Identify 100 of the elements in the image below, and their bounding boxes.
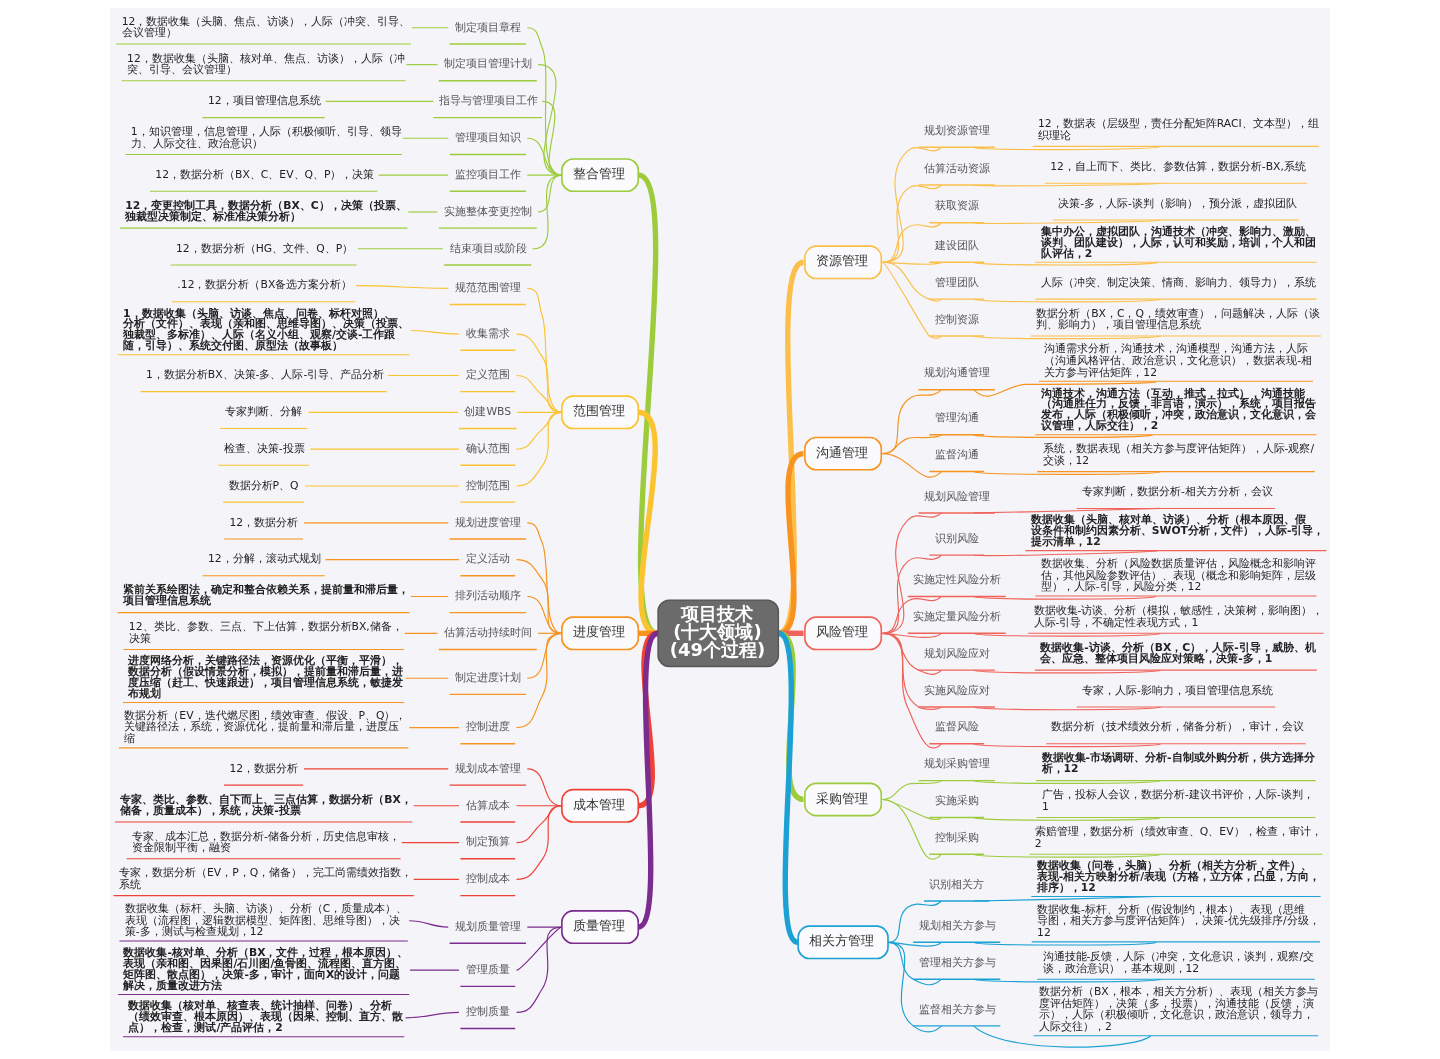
node-text: 控制采购 [934, 830, 979, 844]
connector [325, 559, 460, 561]
node-text: 监控项目工作 [454, 167, 521, 181]
node-box: 沟通管理 [804, 436, 883, 471]
node-box: 采购管理 [804, 782, 883, 817]
connector [882, 261, 943, 302]
connector [973, 434, 1154, 438]
connector [526, 926, 563, 928]
node-text: 规划进度管理 [454, 515, 521, 529]
connector [532, 174, 563, 250]
connector [973, 816, 1162, 821]
node-box: 整合管理 [561, 158, 640, 193]
connector [515, 559, 563, 634]
node-text: 控制质量 [465, 1005, 510, 1019]
node-text: 定义活动 [465, 552, 510, 566]
connector [387, 374, 460, 377]
connector [526, 595, 563, 634]
node-text: 指导与管理项目工作 [438, 94, 538, 108]
node-text: 定义范围 [465, 368, 510, 382]
node-text: 1，数据收集（头脑、访谈、焦点、问卷、标杆对照）、分析（文件）、表现（亲和图、思维导图）、决策（投票、独裁型、多标准）、人际（名义小组、观察/交谈-工作跟随，引导）、系统交付图、原型法（故事板） [123, 306, 410, 353]
connector [407, 211, 439, 213]
node-text: 规划资源管理 [923, 123, 990, 137]
node-text: 制定进度计划 [454, 671, 521, 684]
node-text: 实施定性风险分析 [913, 573, 1002, 587]
connector [303, 768, 449, 770]
connector [973, 471, 1162, 475]
node-text: 12，变更控制工具，数据分析（BX、C），决策（投票、独裁型决策制定、标准准决策分析） [125, 198, 407, 223]
node-text: 12，数据收集（头脑、核对单、焦点、访谈），人际（冲突、引导、会议管理） [127, 51, 405, 77]
node-text: 规划风险管理 [923, 489, 990, 503]
node-box: 项目技术(十大领域)(49个过程) [657, 599, 780, 668]
node-box: 质量管理 [561, 910, 640, 945]
node-text: 12，数据分析（BX、C、EV、Q、P），决策 [155, 167, 375, 181]
node-text: 数据分析（EV，迭代燃尽图，绩效审查、假设、P、Q），关键路径法，系统，资源优化，提前量和滞后量，进度压缩 [124, 708, 407, 746]
node-text: .12，数据分析（BX备选方案分析） [177, 278, 353, 292]
connector [355, 285, 449, 289]
node-text: 进度网络分析，关键路径法，资源优化（平衡，平滑），数据分析（假设情景分析，模拟），提前量和滞后量，进度压缩（赶工、快速跟进），项目管理信息系统，敏捷发布规划 [128, 654, 404, 700]
connector [887, 941, 943, 1033]
connector [357, 248, 444, 250]
node-text: 获取资源 [934, 199, 979, 213]
node-text: 规划沟通管理 [923, 366, 990, 380]
connector [882, 798, 943, 860]
node-text: 管理相关方参与 [918, 955, 996, 969]
node-text: 建设团队 [934, 238, 979, 252]
node-text: 专家、成本汇总，数据分析-储备分析，历史信息审核，资金限制平衡，融资 [132, 829, 400, 855]
node-text: 12，分解，滚动式规划 [207, 552, 321, 566]
connector [413, 878, 460, 881]
node-box: 范围管理 [561, 395, 640, 430]
connector [515, 374, 563, 413]
node-text: 沟通需求分析，沟通技术，沟通模型，沟通方法，人际（沟通风格评估、政治意识，文化意识），数据表现-相关方参与评估矩阵，12 [1044, 342, 1313, 379]
node-text: 沟通技术，沟通方法（互动，推式，拉式），沟通技能（沟通胜任力，反馈，非言语，演示），系统，项目报告发布，人际（积极倾听，冲突，政治意识，文化意识，会议管理，人际交往），2 [1040, 386, 1316, 432]
node-text: 人际（冲突、制定决策、情商、影响力、领导力），系统 [1040, 275, 1316, 289]
node-text: 管理质量 [465, 962, 510, 976]
node-text: 沟通技能-反馈，人际（冲突，文化意识，谈判，观察/交谈，政治意识），基本规则，12 [1042, 949, 1315, 975]
node-text: 专家，人际-影响力，项目管理信息系统 [1082, 683, 1273, 697]
connector [515, 926, 563, 971]
connector [405, 1011, 460, 1019]
connector [515, 333, 563, 413]
node-text: 1，知识管理，信息管理，人际（积极倾听、引导、领导力、人际交往、政治意识） [130, 125, 402, 150]
node-text: 控制成本 [465, 872, 510, 886]
node-text: 规范范围管理 [454, 281, 521, 295]
connector [309, 448, 460, 450]
node-text: 专家，数据分析（EV，P，Q，储备），完工尚需绩效指数，系统 [118, 866, 413, 892]
node-text: 估算活动持续时间 [444, 626, 533, 640]
node-box: 相关方管理 [797, 925, 889, 960]
node-text: 识别相关方 [929, 877, 985, 891]
node-text: 规划相关方参与 [918, 918, 996, 932]
node-text: 12，数据分析 [229, 515, 299, 529]
node-text: 数据收集-核对单、分析（BX，文件，过程，根本原因）、表现（亲和图、因果图/石川图/鱼骨图、流程图、直方图、矩阵图、散点图），决策-多，审计，面向X的设计，问题解决，质量改进方法 [123, 946, 409, 992]
connector [973, 261, 1159, 266]
node-text: 12，数据表（层级型，责任分配矩阵RACI、文本型），组织理论 [1038, 117, 1319, 142]
node-box: 资源管理 [804, 245, 883, 280]
node-text: 规划成本管理 [454, 761, 521, 775]
connector [410, 595, 449, 598]
node-text: 数据收集、分析（风险数据质量评估，风险概念和影响评估，其他风险参数评估）、表现（概念和影响矩阵，层级型），人际-引导，风险分类，12 [1040, 556, 1316, 594]
connector [408, 920, 449, 928]
node-text: 结束项目或阶段 [449, 241, 527, 255]
node-box: 进度管理 [561, 616, 640, 651]
node-text: 实施采购 [934, 794, 979, 808]
node-text: 数据分析（BX，根本，相关方分析）、表现（相关方参与度评估矩阵），决策（多，投票），沟通技能（反馈，演示），人际（积极倾听，文化意识，政治意识，领导力，人际交往），2 [1038, 984, 1318, 1034]
connector [303, 522, 449, 524]
connector [973, 780, 1162, 784]
node-text: 紧前关系绘图法，确定和整合依赖关系，提前量和滞后量，项目管理信息系统 [123, 583, 410, 608]
node-text: 专家判断、分解 [225, 405, 303, 419]
connector [409, 969, 460, 971]
node-text: 集中办公，虚拟团队，沟通技术（冲突、影响力、激励、谈判、团队建设），人际，认可和奖励，培训，个人和团队评估，2 [1040, 224, 1316, 260]
connector [515, 632, 563, 729]
node-text: 数据收集-访谈、分析（BX，C），人际-引导，威胁、机会、应急、整体项目风险应对策略，决策-多，1 [1040, 640, 1316, 665]
connector [882, 184, 943, 263]
node-text: 12，自上而下、类比、参数估算，数据分析-BX,系统 [1050, 159, 1306, 173]
node-text: 排列活动顺序 [454, 589, 521, 603]
node-text: 管理沟通 [934, 411, 979, 425]
connector [973, 595, 1157, 600]
node-text: 12，数据分析 [229, 761, 299, 775]
connector [882, 222, 943, 263]
connector [405, 64, 439, 66]
node-text: 索赔管理，数据分析（绩效审查、Q、EV），检查，审计，2 [1034, 825, 1322, 850]
node-text: 数据收集（标杆、头脑、访谈）、分析（C，质量成本）、表现（流程图，逻辑数据模型、矩阵图、思维导图），决策-多，测试与检查规划，12 [124, 901, 408, 939]
node-text: 识别风险 [934, 531, 979, 545]
node-text: 12，数据分析（HG、文件、Q、P） [176, 241, 354, 255]
node-text: 估算活动资源 [923, 161, 990, 175]
